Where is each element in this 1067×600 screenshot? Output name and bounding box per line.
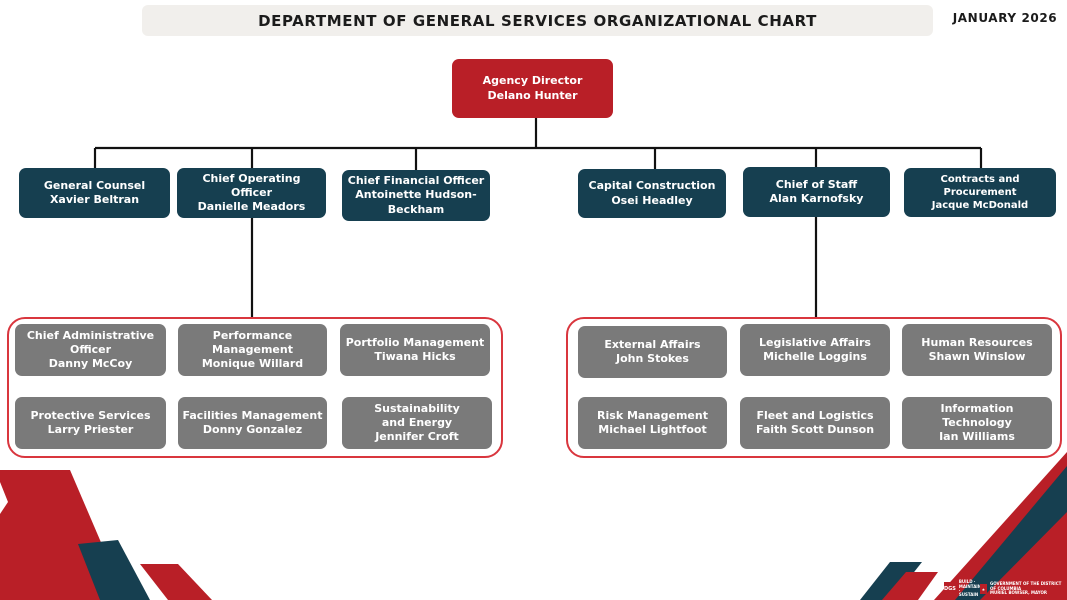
dgs-logo: DGS BUILD · MAINTAIN · SUSTAIN ★ GOVERNM… <box>944 580 1064 598</box>
human-resources-name: Shawn Winslow <box>928 350 1026 363</box>
decorative-shapes-left <box>0 470 212 600</box>
capital-construction-name: Osei Headley <box>611 193 693 207</box>
dc-government-line: GOVERNMENT OF THE DISTRICT OF COLUMBIA <box>989 581 1062 591</box>
fleet-logistics-name: Faith Scott Dunson <box>755 423 875 436</box>
performance-management-box: Performance Management Monique Willard <box>178 324 327 376</box>
coo-name: Danielle Meadors <box>197 200 306 214</box>
fleet-logistics-title: Fleet and Logistics <box>756 408 874 422</box>
sustainability-energy-title: Sustainability and Energy <box>374 401 460 429</box>
sustainability-energy-box: Sustainability and Energy Jennifer Croft <box>342 397 492 449</box>
dc-flag-icon: ★ <box>979 584 987 594</box>
legislative-affairs-title: Legislative Affairs <box>759 335 871 349</box>
external-affairs-name: John Stokes <box>616 352 689 365</box>
contracts-procurement-title: Contracts and Procurement <box>940 174 1020 198</box>
external-affairs-box: External Affairs John Stokes <box>578 326 727 378</box>
dgs-logo-tagline: BUILD · MAINTAIN · SUSTAIN <box>958 579 982 598</box>
cfo-title: Chief Financial Officer <box>347 174 485 188</box>
performance-management-name: Monique Willard <box>201 357 304 371</box>
capital-construction-box: Capital Construction Osei Headley <box>578 169 726 218</box>
risk-management-title: Risk Management <box>597 408 708 422</box>
chief-of-staff-title: Chief of Staff <box>775 177 858 191</box>
director-title: Agency Director <box>482 74 583 88</box>
general-counsel-name: Xavier Beltran <box>49 193 140 206</box>
cfo-box: Chief Financial Officer Antoinette Hudso… <box>342 170 490 221</box>
information-technology-box: Information Technology Ian Williams <box>902 397 1052 449</box>
information-technology-title: Information Technology <box>940 401 1014 429</box>
dgs-logo-mark: DGS <box>944 581 956 597</box>
human-resources-title: Human Resources <box>921 335 1033 349</box>
general-counsel-box: General Counsel Xavier Beltran <box>19 168 170 218</box>
portfolio-management-title: Portfolio Management <box>345 335 485 349</box>
title-bar: DEPARTMENT OF GENERAL SERVICES ORGANIZAT… <box>142 5 933 36</box>
portfolio-management-box: Portfolio Management Tiwana Hicks <box>340 324 490 376</box>
protective-services-name: Larry Priester <box>47 423 134 436</box>
facilities-management-box: Facilities Management Donny Gonzalez <box>178 397 327 449</box>
fleet-logistics-box: Fleet and Logistics Faith Scott Dunson <box>740 397 890 449</box>
chief-administrative-officer-name: Danny McCoy <box>48 357 133 371</box>
director-box: Agency Director Delano Hunter <box>452 59 613 118</box>
cfo-name: Antoinette Hudson-Beckham <box>355 188 477 216</box>
portfolio-management-name: Tiwana Hicks <box>374 350 456 363</box>
decorative-shapes-right <box>860 452 1067 600</box>
contracts-procurement-box: Contracts and Procurement Jacque McDonal… <box>904 168 1056 217</box>
sustainability-energy-name: Jennifer Croft <box>375 430 459 444</box>
chief-of-staff-name: Alan Karnofsky <box>769 192 864 205</box>
director-name: Delano Hunter <box>487 88 578 102</box>
risk-management-box: Risk Management Michael Lightfoot <box>578 397 727 449</box>
protective-services-box: Protective Services Larry Priester <box>15 397 166 449</box>
facilities-management-title: Facilities Management <box>182 408 323 422</box>
general-counsel-title: General Counsel <box>43 178 146 192</box>
performance-management-title: Performance Management <box>212 328 293 356</box>
coo-title: Chief Operating Officer <box>202 171 301 199</box>
human-resources-box: Human Resources Shawn Winslow <box>902 324 1052 376</box>
chief-administrative-officer-title: Chief Administrative Officer <box>26 328 155 356</box>
capital-construction-title: Capital Construction <box>588 179 716 193</box>
legislative-affairs-box: Legislative Affairs Michelle Loggins <box>740 324 890 376</box>
information-technology-name: Ian Williams <box>939 430 1015 444</box>
chart-date: JANUARY 2026 <box>952 11 1058 25</box>
protective-services-title: Protective Services <box>30 408 151 422</box>
mayor-line: MURIEL BOWSER, MAYOR <box>989 590 1047 596</box>
risk-management-name: Michael Lightfoot <box>598 423 707 436</box>
page-title: DEPARTMENT OF GENERAL SERVICES ORGANIZAT… <box>258 11 817 30</box>
external-affairs-title: External Affairs <box>604 337 701 351</box>
coo-box: Chief Operating Officer Danielle Meadors <box>177 168 326 218</box>
contracts-procurement-name: Jacque McDonald <box>931 200 1029 211</box>
chief-of-staff-box: Chief of Staff Alan Karnofsky <box>743 167 890 217</box>
facilities-management-name: Donny Gonzalez <box>202 423 303 436</box>
legislative-affairs-name: Michelle Loggins <box>763 350 867 363</box>
chief-administrative-officer-box: Chief Administrative Officer Danny McCoy <box>15 324 166 376</box>
